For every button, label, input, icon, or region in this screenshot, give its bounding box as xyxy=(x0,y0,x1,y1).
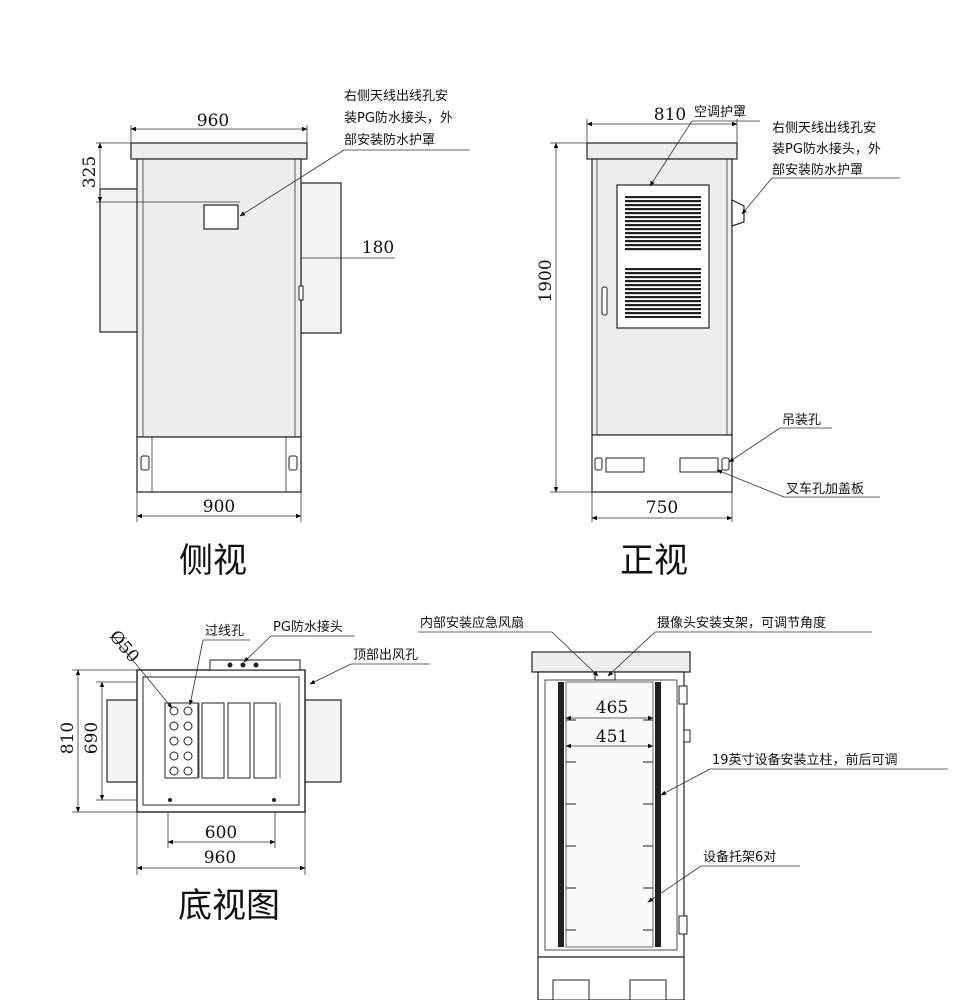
front-view-title: 正视 xyxy=(620,541,688,581)
antenna-outlet-box xyxy=(203,204,239,230)
side-view: 960 325 180 900 右侧天线出线孔安 装PG防水接头，外 部安装防水… xyxy=(80,89,470,581)
hole-diameter-dim: Ø50 xyxy=(105,627,143,667)
forklift-hole-right xyxy=(679,457,719,473)
side-dim-base-width: 900 xyxy=(203,497,235,517)
rail-outer-dim: 465 xyxy=(596,698,628,718)
front-dim-height: 1900 xyxy=(536,259,556,302)
left-mounting-rail xyxy=(558,682,564,947)
side-dim-roof-height: 325 xyxy=(80,156,100,188)
bottom-view: Ø50 过线孔 PG防水接头 顶部出风孔 810 690 600 960 底视图 xyxy=(58,619,430,926)
side-dim-top-width: 960 xyxy=(197,111,229,131)
top-vent-label: 顶部出风孔 xyxy=(353,648,418,663)
front-note-line-2: 装PG防水接头，外 xyxy=(772,141,881,157)
front-roof xyxy=(586,142,738,160)
side-body xyxy=(136,158,302,438)
left-side-shield xyxy=(99,188,139,333)
front-view: 810 空调护罩 1900 750 右侧天线出线孔安 装PG防水接头，外 部安装… xyxy=(536,105,900,581)
ac-lower-louver xyxy=(625,268,701,318)
camera-bracket-label: 摄像头安装支架，可调节角度 xyxy=(657,615,826,631)
front-note-line-3: 部安装防水护罩 xyxy=(772,162,863,178)
ac-upper-louver xyxy=(625,196,701,251)
pg-joint-label: PG防水接头 xyxy=(273,619,343,635)
depth-inner-dim: 690 xyxy=(82,722,102,754)
outer-width-dim: 960 xyxy=(204,848,236,868)
emergency-fan-label: 内部安装应急风扇 xyxy=(420,615,524,631)
door-handle xyxy=(601,286,608,316)
side-base xyxy=(136,436,302,493)
lifting-hole-label: 吊装孔 xyxy=(782,413,821,428)
front-dim-top-width: 810 xyxy=(654,105,686,125)
mounting-rail-label: 19英寸设备安装立柱，前后可调 xyxy=(712,752,898,768)
inner-width-dim: 600 xyxy=(205,823,237,843)
rail-inner-dim: 451 xyxy=(596,727,628,747)
front-dim-base-width: 750 xyxy=(646,498,678,518)
cable-holes xyxy=(169,706,193,776)
side-view-title: 侧视 xyxy=(179,541,247,581)
front-note-line-1: 右侧天线出线孔安 xyxy=(772,121,876,136)
side-note-line-3: 部安装防水护罩 xyxy=(344,132,435,148)
equipment-tray-label: 设备托架6对 xyxy=(703,849,776,865)
right-mounting-rail xyxy=(655,682,661,947)
side-roof xyxy=(130,142,308,160)
ac-cover-label: 空调护罩 xyxy=(694,105,746,120)
side-dim-projection: 180 xyxy=(362,238,394,258)
forklift-cover-label: 叉车孔加盖板 xyxy=(786,481,864,497)
bottom-left-shield xyxy=(106,699,138,783)
bottom-right-shield xyxy=(304,699,342,783)
depth-outer-dim: 810 xyxy=(58,722,78,754)
side-note-line-2: 装PG防水接头，外 xyxy=(344,110,453,126)
side-note-line-1: 右侧天线出线孔安 xyxy=(344,89,448,104)
bottom-view-title: 底视图 xyxy=(178,886,280,926)
interior-roof xyxy=(531,651,691,673)
forklift-hole-left xyxy=(605,457,645,473)
cable-hole-label: 过线孔 xyxy=(205,624,244,639)
interior-view: 465 451 内部安装应急风扇 摄像头安装支架，可调节角度 19英寸设备安装立… xyxy=(418,615,948,1000)
